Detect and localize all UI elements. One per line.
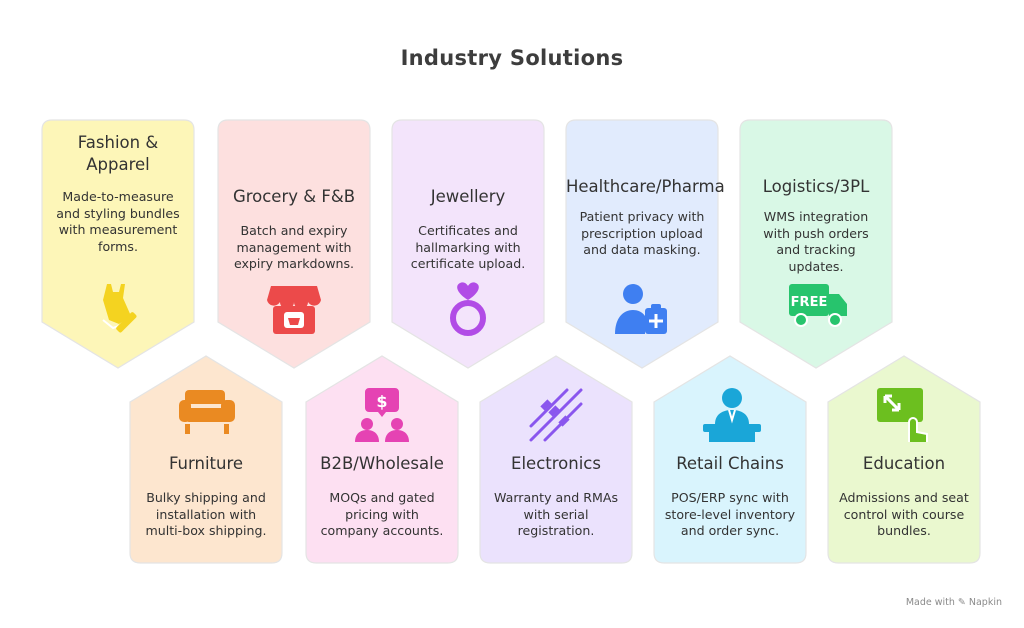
card-description: Batch and expiry management with expiry …	[233, 223, 355, 271]
card-title: Fashion & Apparel	[77, 133, 159, 174]
industry-card-grocery-f-b: Grocery & F&B Batch and expiry management…	[217, 119, 371, 369]
card-shape	[217, 119, 371, 369]
storefront-icon	[265, 280, 323, 342]
card-title: Retail Chains	[676, 454, 784, 473]
card-description: Certificates and hallmarking with certif…	[410, 223, 526, 271]
ring-icon	[439, 280, 497, 342]
card-title: Furniture	[168, 454, 244, 473]
card-title: Electronics	[511, 454, 601, 473]
price-symbol: $	[376, 392, 387, 411]
card-description: POS/ERP sync with store-level inventory …	[664, 490, 796, 538]
sofa-icon	[177, 386, 237, 442]
card-title: Education	[862, 454, 946, 473]
card-description: MOQs and gated pricing with company acco…	[320, 490, 444, 538]
card-title: Logistics/3PL	[762, 177, 870, 196]
napkin-credit: Made with ✎ Napkin	[905, 597, 1002, 608]
card-description: Bulky shipping and installation with mul…	[145, 490, 267, 538]
card-title: Healthcare/Pharma	[566, 177, 725, 196]
dress-pencil-icon	[89, 280, 147, 342]
card-shape	[391, 119, 545, 369]
card-description: Warranty and RMAs with serial registrati…	[493, 490, 619, 538]
card-shape	[479, 355, 633, 564]
truck-free-label: FREE	[791, 295, 828, 310]
card-title: Jewellery	[430, 187, 506, 206]
card-shape	[739, 119, 893, 369]
price-discussion-icon: $	[353, 386, 411, 448]
industry-card-logistics-3pl: Logistics/3PL WMS integration with push o…	[739, 119, 893, 369]
card-description: Made-to-measure and styling bundles with…	[56, 189, 180, 254]
cables-icon	[527, 386, 585, 448]
card-shape	[827, 355, 981, 564]
card-description: Patient privacy with prescription upload…	[579, 209, 705, 257]
doctor-icon	[613, 280, 671, 342]
cashier-icon	[701, 386, 763, 448]
card-title: Grocery & F&B	[232, 187, 356, 206]
card-title: B2B/Wholesale	[320, 454, 444, 473]
card-shape	[41, 119, 195, 369]
card-shape	[305, 355, 459, 564]
touch-screen-icon	[875, 386, 933, 448]
card-description: Admissions and seat control with course …	[839, 490, 969, 538]
card-shape	[129, 355, 283, 564]
card-description: WMS integration with push orders and tra…	[763, 209, 869, 274]
page-title: Industry Solutions	[400, 46, 624, 70]
delivery-truck-icon: FREE	[787, 280, 849, 336]
card-shape	[653, 355, 807, 564]
card-shape	[565, 119, 719, 369]
